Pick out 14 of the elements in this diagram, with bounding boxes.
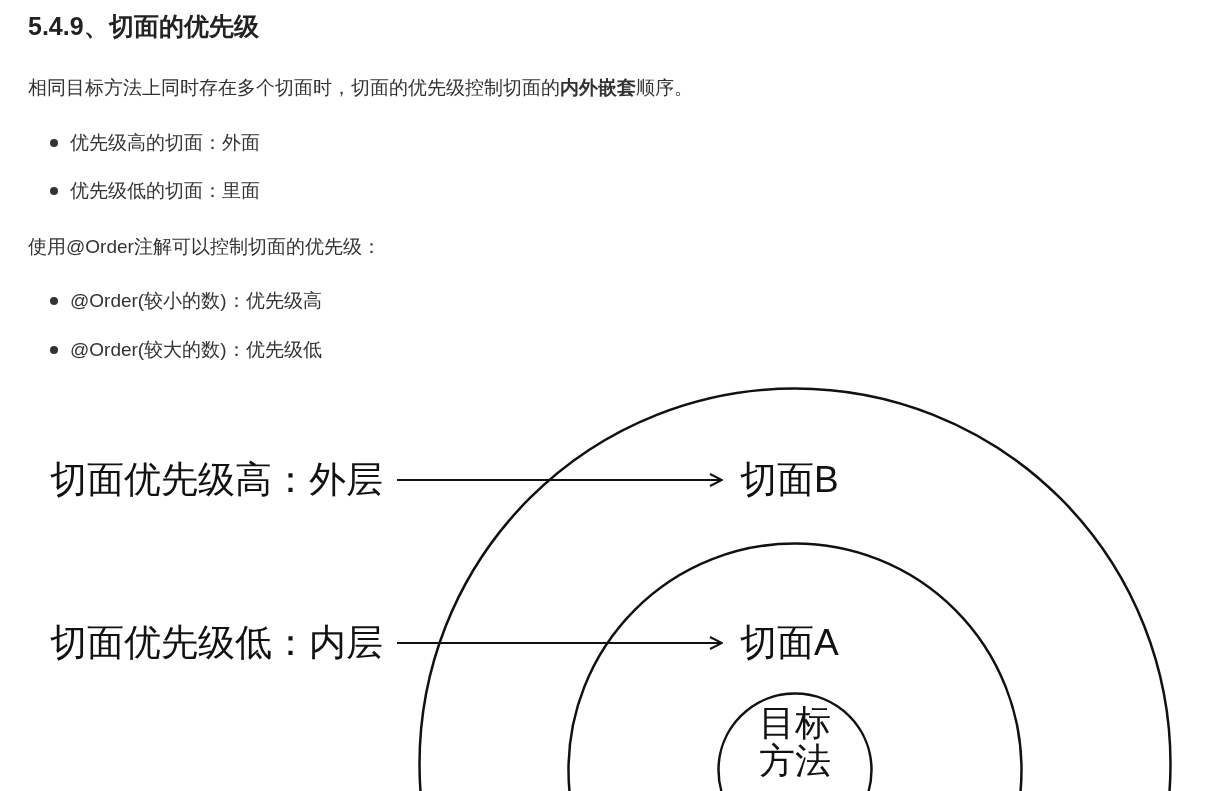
list-item: @Order(较小的数)：优先级高 — [70, 289, 322, 313]
list-item: 优先级高的切面：外面 — [70, 131, 260, 155]
heading: 5.4.9、切面的优先级 — [28, 11, 259, 42]
text-label: 切面优先级高：外层 — [50, 458, 383, 502]
list-item: @Order(较大的数)：优先级低 — [70, 338, 322, 362]
arrow — [397, 636, 723, 650]
circle-label: 目标方法 — [758, 704, 832, 780]
arrow — [397, 473, 723, 487]
text-label: 切面优先级低：内层 — [50, 621, 383, 665]
list-item: 优先级低的切面：里面 — [70, 179, 260, 203]
paragraph: 相同目标方法上同时存在多个切面时，切面的优先级控制切面的内外嵌套顺序。 — [28, 76, 693, 100]
text-label: 切面A — [740, 621, 839, 665]
paragraph: 使用@Order注解可以控制切面的优先级： — [28, 235, 381, 259]
text-label: 切面B — [740, 458, 839, 502]
